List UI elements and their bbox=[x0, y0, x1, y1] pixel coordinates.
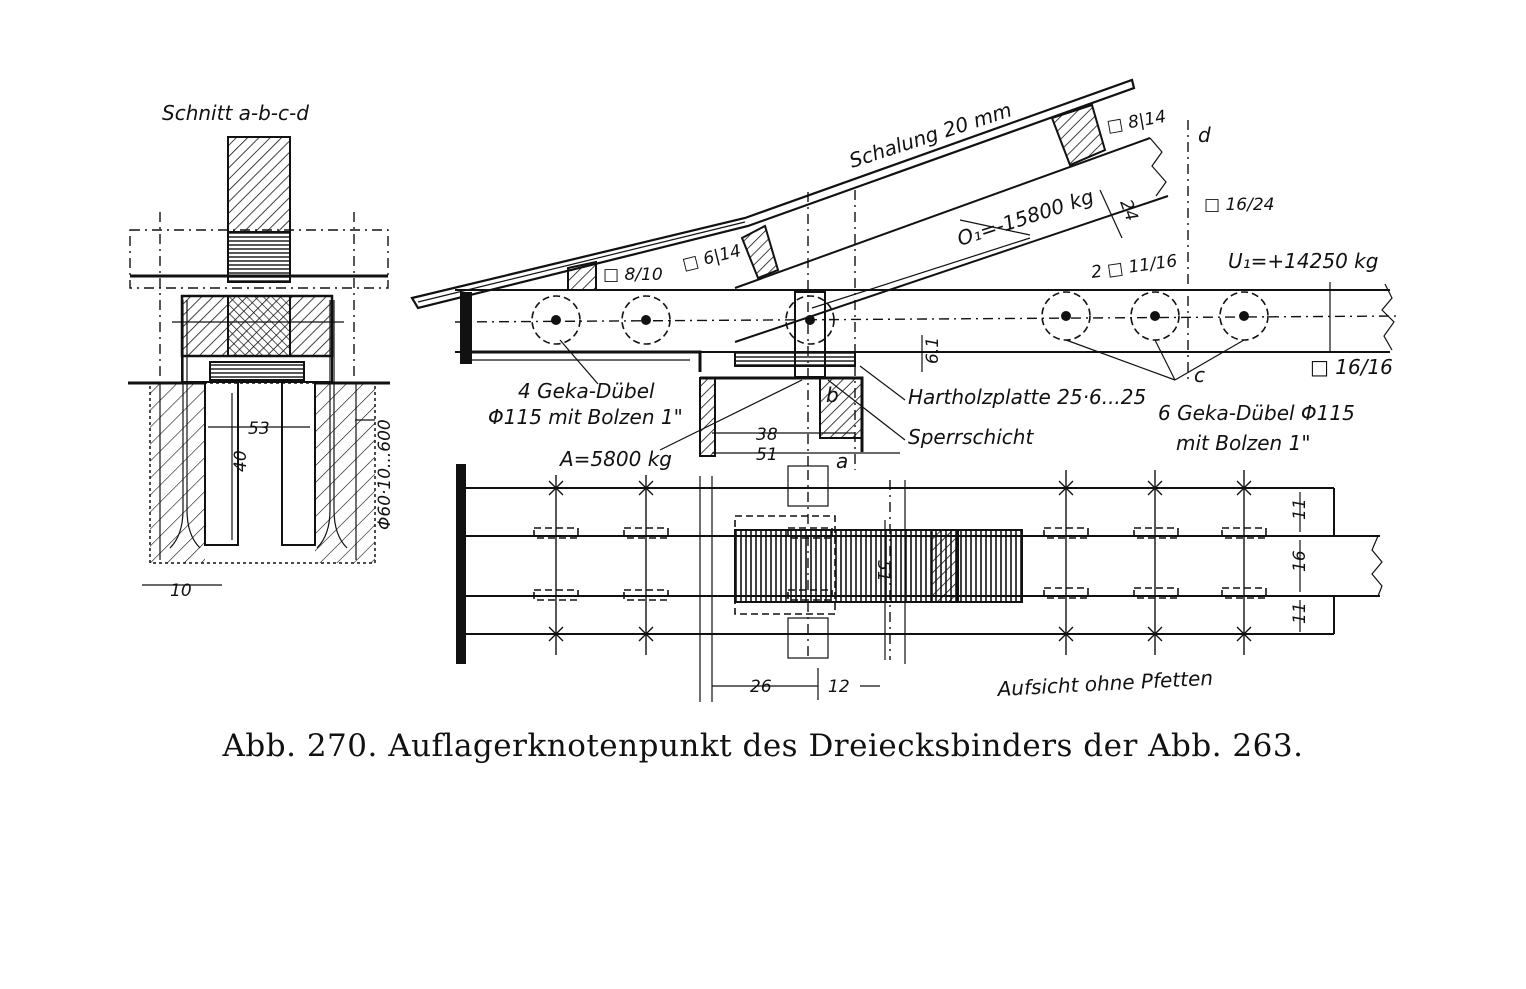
dim-51-label: 51 bbox=[756, 445, 778, 465]
plan-dim-26: 26 bbox=[750, 677, 772, 697]
section-anchor-label: Φ60·10...600 bbox=[375, 419, 395, 530]
plan-dim-11-bottom: 11 bbox=[1290, 602, 1310, 624]
point-d-label: d bbox=[1198, 123, 1211, 147]
section-dim-40: 40 bbox=[231, 450, 251, 472]
dim-24-label: 24 bbox=[1115, 197, 1141, 224]
figure-caption: Abb. 270. Auflagerknotenpunkt des Dreiec… bbox=[222, 728, 1304, 764]
bolt-marks bbox=[548, 470, 1252, 655]
dowels-left-label: 4 Geka-Dübel bbox=[518, 379, 655, 403]
lower-plates-label: 2 □ 11/16 bbox=[1090, 251, 1179, 283]
section-view: Schnitt a-b-c-d 53 40 10 Φ60·10...600 bbox=[128, 101, 395, 601]
upper-chord-size-label: □ 16/24 bbox=[1204, 195, 1274, 215]
section-dim-10: 10 bbox=[170, 581, 192, 601]
purlin-top-label: □ 8|14 bbox=[1105, 107, 1167, 137]
elevation-view: Schalung 20 mm □ 8|14 □ 8/10 □ 6|14 O₁=-… bbox=[410, 78, 1401, 473]
strut-label: □ 6|14 bbox=[680, 241, 743, 275]
point-b-label: b bbox=[826, 383, 839, 407]
purlin-left-label: □ 8/10 bbox=[603, 265, 663, 285]
hardwood-plate-label: Hartholzplatte 25·6...25 bbox=[908, 385, 1146, 409]
dowels-left-label-2: Φ115 mit Bolzen 1" bbox=[488, 405, 683, 429]
lower-chord-size-label: □ 16/16 bbox=[1310, 355, 1393, 379]
plan-dim-51: 51 bbox=[873, 560, 893, 582]
plan-title: Aufsicht ohne Pfetten bbox=[995, 666, 1214, 701]
lower-chord-force-label: U₁=+14250 kg bbox=[1228, 249, 1378, 273]
reaction-force-label: A=5800 kg bbox=[558, 447, 672, 471]
dowels-right-label: 6 Geka-Dübel Φ115 bbox=[1158, 401, 1355, 425]
plan-dim-11-top: 11 bbox=[1290, 498, 1310, 520]
point-c-label: c bbox=[1194, 363, 1205, 387]
section-dim-53: 53 bbox=[248, 419, 270, 439]
dowels-right-label-2: mit Bolzen 1" bbox=[1176, 431, 1311, 455]
barrier-layer-label: Sperrschicht bbox=[908, 425, 1034, 449]
dim-61-label: 6,1 bbox=[923, 337, 943, 364]
upper-chord-force-label: O₁=-15800 kg bbox=[954, 184, 1096, 251]
dowel-circles bbox=[531, 291, 1269, 345]
plan-dim-16: 16 bbox=[1290, 550, 1310, 572]
dim-38-label: 38 bbox=[756, 425, 778, 445]
plan-view: 11 16 11 51 26 12 Aufsicht ohne Pfetten bbox=[456, 464, 1383, 702]
section-title: Schnitt a-b-c-d bbox=[162, 101, 309, 125]
point-a-label: a bbox=[836, 449, 848, 473]
plan-dim-12: 12 bbox=[828, 677, 850, 697]
